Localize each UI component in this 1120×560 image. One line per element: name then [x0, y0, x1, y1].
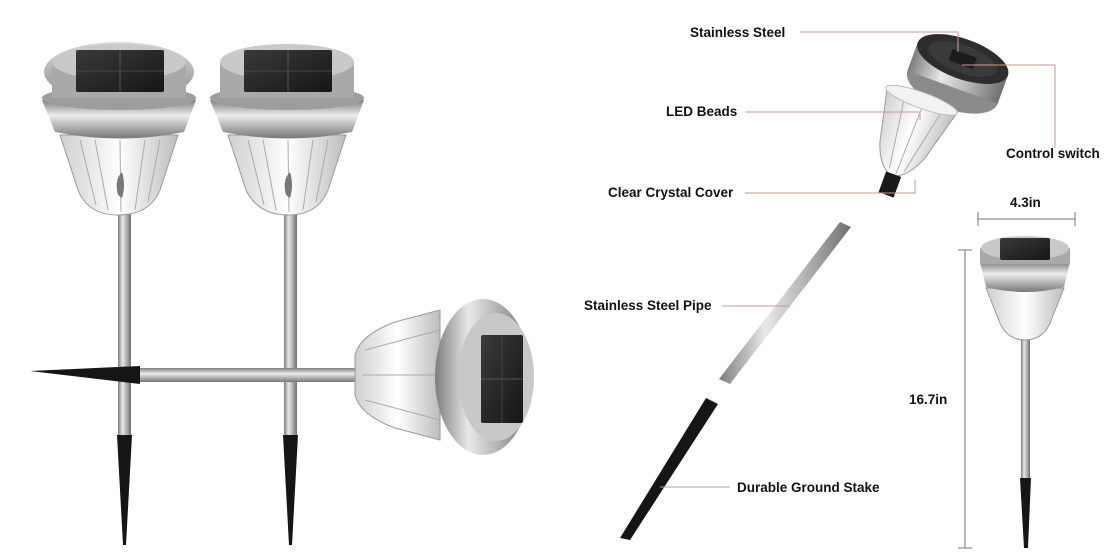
- leader-led-beads: [745, 111, 921, 120]
- label-led-beads: LED Beads: [666, 104, 738, 119]
- steel-cap: [42, 100, 196, 139]
- dimension-width-label: 4.3in: [1010, 195, 1041, 210]
- garden-light-1: [42, 42, 196, 545]
- dimension-figure: [980, 236, 1070, 548]
- lamp-pipe: [135, 368, 360, 382]
- label-clear-crystal-cover: Clear Crystal Cover: [608, 185, 734, 200]
- ground-stake: [30, 366, 140, 384]
- lamp-pipe: [284, 210, 297, 440]
- exploded-view: [620, 34, 1009, 540]
- crystal-cover-part: [878, 84, 959, 198]
- stainless-steel-pipe: [719, 222, 851, 384]
- ground-stake: [117, 435, 132, 545]
- label-control-switch: Control switch: [1006, 146, 1100, 161]
- durable-ground-stake: [620, 398, 718, 540]
- ground-stake: [283, 435, 298, 545]
- label-durable-ground-stake: Durable Ground Stake: [737, 480, 880, 495]
- garden-light-3: [30, 299, 534, 455]
- leader-crystal-cover: [745, 180, 916, 194]
- label-stainless-steel: Stainless Steel: [690, 25, 786, 40]
- leader-stainless-steel: [800, 31, 959, 52]
- lamp-pipe: [118, 210, 131, 440]
- garden-light-2: [210, 44, 364, 545]
- stainless-steel-cap: [906, 34, 1009, 114]
- crystal-cover: [59, 134, 179, 216]
- leader-control-switch: [962, 64, 1056, 148]
- label-stainless-steel-pipe: Stainless Steel Pipe: [584, 298, 712, 313]
- steel-cap: [210, 100, 364, 139]
- dimension-height-label: 16.7in: [909, 392, 948, 407]
- led-beads: [878, 171, 902, 198]
- crystal-cover: [227, 134, 347, 216]
